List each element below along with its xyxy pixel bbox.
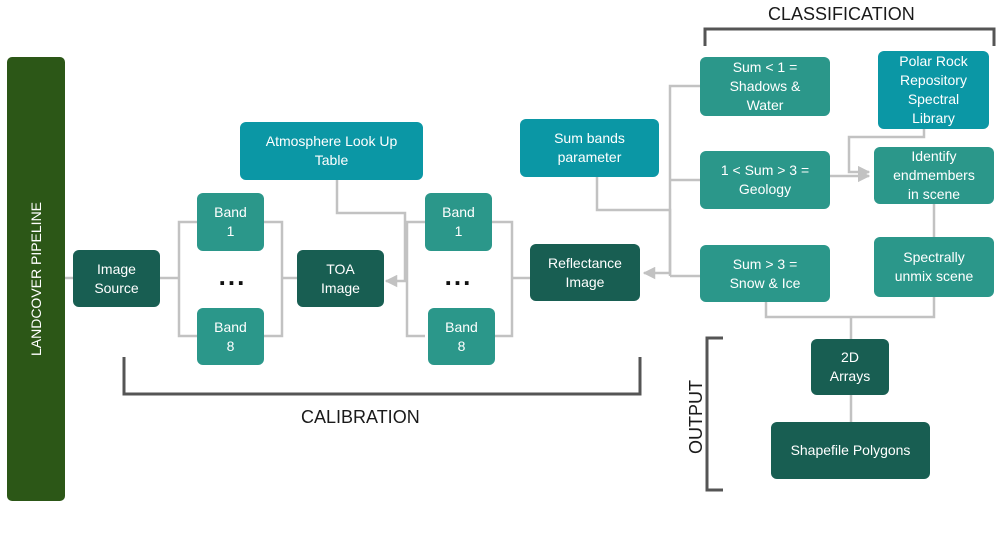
- snow-ice-class-node: Sum > 3 = Snow & Ice: [700, 245, 830, 302]
- atmosphere-lookup-table-node: Atmosphere Look Up Table: [240, 122, 423, 180]
- identify-endmembers-node: Identify endmembers in scene: [874, 147, 994, 204]
- shapefile-polygons-node: Shapefile Polygons: [771, 422, 930, 479]
- band-1-node: Band 1: [197, 193, 264, 251]
- geology-class-node: 1 < Sum > 3 = Geology: [700, 151, 830, 209]
- band-8-node: Band 8: [197, 308, 264, 365]
- pipeline-label: LANDCOVER PIPELINE: [28, 201, 44, 357]
- band-8-node: Band 8: [428, 308, 495, 365]
- classification-label: CLASSIFICATION: [768, 4, 915, 24]
- shadows-water-class-node: Sum < 1 = Shadows & Water: [700, 57, 830, 116]
- landcover-pipeline-bar: LANDCOVER PIPELINE: [7, 57, 65, 501]
- toa-image-node: TOA Image: [297, 250, 384, 307]
- spectrally-unmix-node: Spectrally unmix scene: [874, 237, 994, 297]
- image-source-node: Image Source: [73, 250, 160, 307]
- calibration-label: CALIBRATION: [301, 407, 420, 427]
- band-ellipsis: ...: [444, 260, 473, 291]
- output-label: OUTPUT: [685, 380, 706, 454]
- sum-bands-parameter-node: Sum bands parameter: [520, 119, 659, 177]
- reflectance-image-node: Reflectance Image: [530, 244, 640, 301]
- polar-rock-spectral-library-node: Polar Rock Repository Spectral Library: [878, 51, 989, 129]
- band-1-node: Band 1: [425, 193, 492, 251]
- 2d-arrays-node: 2D Arrays: [811, 339, 889, 395]
- band-ellipsis: ...: [218, 260, 247, 291]
